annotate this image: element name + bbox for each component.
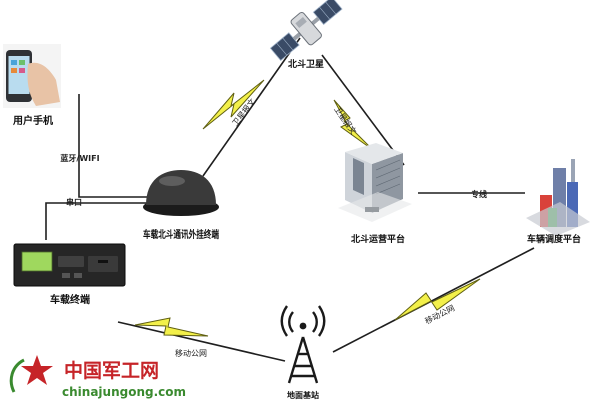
connection-lines: [45, 37, 535, 362]
link-label-bluetooth-wifi: 蓝牙/WIFI: [60, 153, 99, 163]
watermark-brand: 中国军工网: [64, 359, 159, 382]
line-terminal-tower: [117, 321, 286, 362]
label-tower: 地面基站: [287, 390, 319, 400]
phone-icon: [3, 44, 61, 108]
watermark-logo: 中国军工网 chinajungong.com: [9, 355, 186, 399]
watermark-domain: chinajungong.com: [62, 385, 186, 399]
bolt-fleet-tower: [394, 278, 481, 321]
vehicle-antenna-icon: [143, 170, 219, 216]
watermark-star-icon: [21, 355, 53, 385]
watermark-leaf-icon: [9, 358, 25, 393]
link-label-private-line: 专线: [471, 189, 487, 199]
line-phone-vehicle: [78, 94, 148, 198]
label-terminal: 车载终端: [50, 293, 90, 306]
link-label-serial: 串口: [66, 197, 82, 207]
line-terminal-vehicle: [45, 202, 148, 240]
label-fleet: 车辆调度平台: [527, 233, 581, 245]
label-satellite: 北斗卫星: [288, 58, 324, 70]
line-satellite-platform: [321, 54, 405, 166]
vehicle-terminal-icon: [13, 243, 126, 287]
line-fleet-tower: [332, 247, 535, 353]
platform-building-icon: [338, 143, 412, 222]
fleet-city-icon: [526, 159, 590, 236]
satellite-icon: [269, 0, 343, 62]
link-label-mobile-left: 移动公网: [175, 348, 207, 358]
link-label-sat-down: 卫星报文: [332, 104, 359, 136]
label-platform: 北斗运营平台: [351, 233, 405, 245]
label-vehicle-unit: 车载北斗通讯外挂终端: [143, 228, 219, 241]
line-vehicle-satellite: [202, 37, 301, 177]
cell-tower-icon: [280, 305, 326, 384]
label-phone: 用户手机: [12, 114, 53, 127]
bolt-vehicle-satellite: [202, 79, 265, 130]
bolt-terminal-tower: [134, 317, 209, 337]
